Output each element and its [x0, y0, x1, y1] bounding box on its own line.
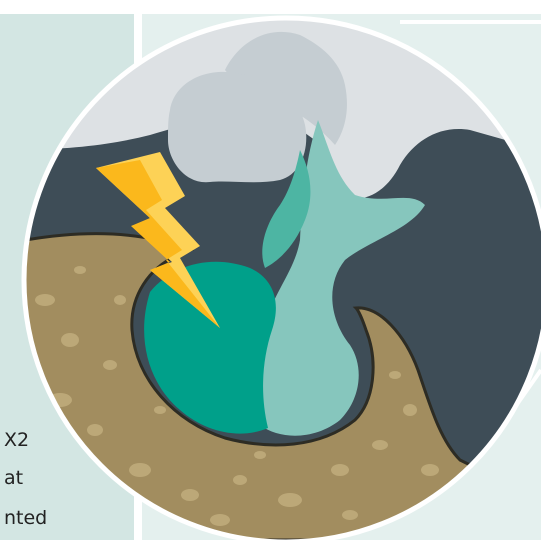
background-text-line-2: at: [4, 469, 23, 488]
background-text-line-3: nted: [4, 509, 47, 528]
panel-top-border: [0, 8, 541, 14]
background-text-line-1: X2: [4, 431, 29, 450]
